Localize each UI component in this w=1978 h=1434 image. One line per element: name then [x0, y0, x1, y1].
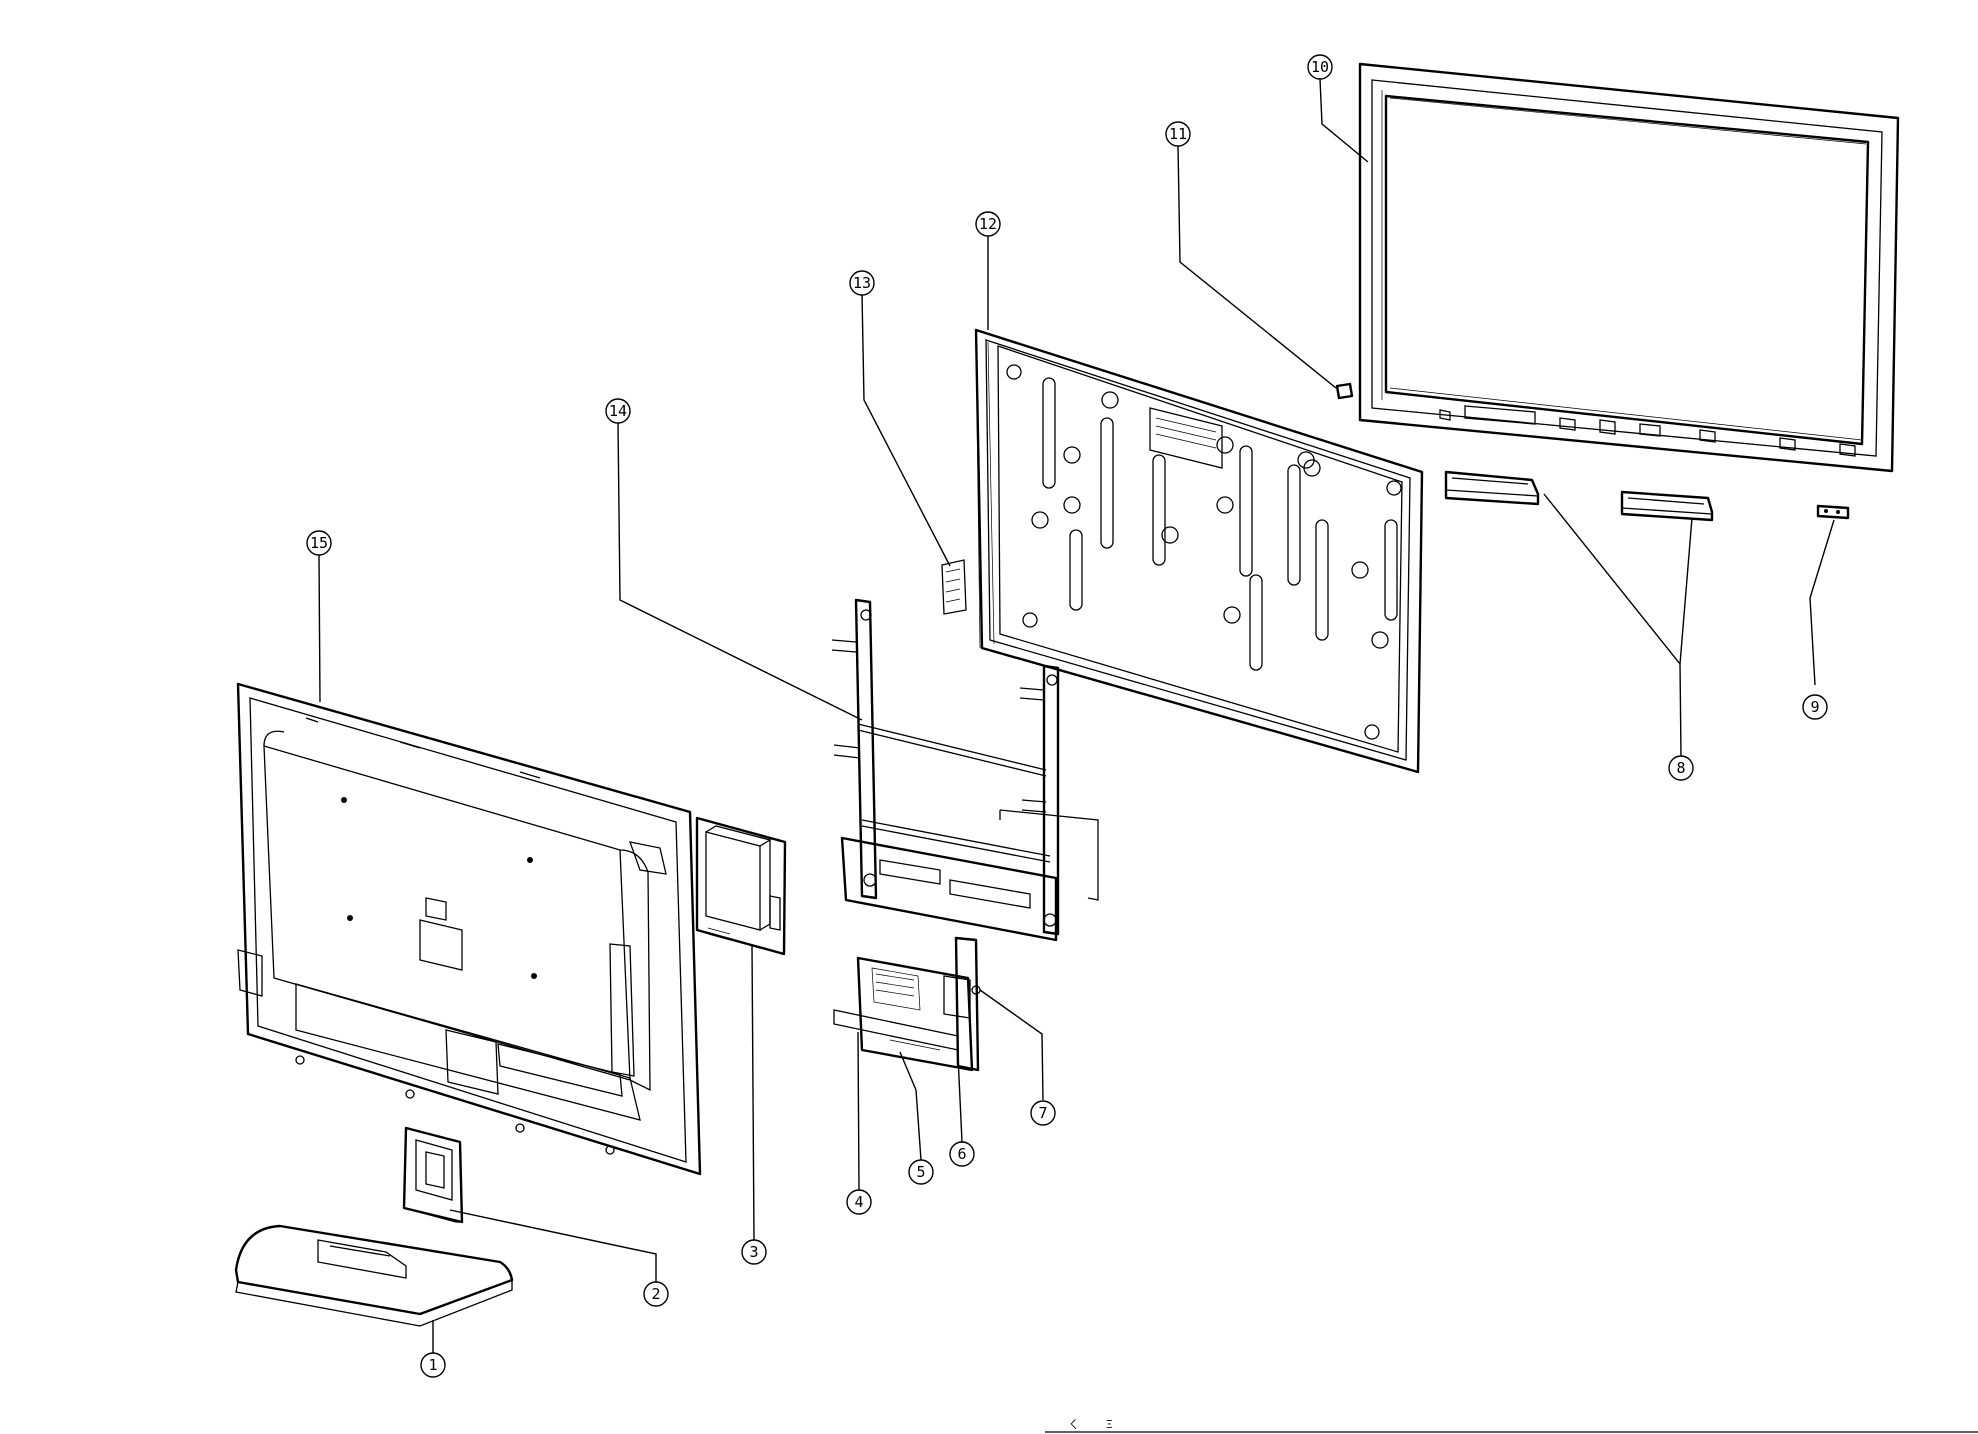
- callout-2-label: 2: [651, 1285, 660, 1303]
- footer-mark-2: Ξ: [1106, 1418, 1113, 1431]
- power-board: [697, 818, 785, 954]
- button: [1337, 384, 1352, 398]
- callout-4: 4: [847, 1190, 871, 1214]
- stand-base: [236, 1226, 512, 1326]
- callout-14: 14: [606, 399, 630, 423]
- callout-10-label: 10: [1311, 58, 1329, 76]
- footer: ㄑ Ξ: [1045, 1418, 1978, 1432]
- callout-12-label: 12: [979, 215, 997, 233]
- front-bezel: [1360, 64, 1898, 471]
- footer-mark-1: ㄑ: [1068, 1418, 1079, 1431]
- main-board-assembly: [834, 938, 980, 1070]
- callout-7: 7: [1031, 1101, 1055, 1125]
- callout-12: 12: [976, 212, 1000, 236]
- callout-15: 15: [307, 531, 331, 555]
- callout-6: 6: [950, 1142, 974, 1166]
- callout-1-label: 1: [428, 1356, 437, 1374]
- callout-15-label: 15: [310, 534, 328, 552]
- callout-11-label: 11: [1169, 125, 1187, 143]
- panel-ribs: [1043, 378, 1397, 670]
- callout-4-label: 4: [854, 1193, 863, 1211]
- back-cover: [238, 684, 700, 1174]
- callout-8-label: 8: [1676, 759, 1685, 777]
- callout-11: 11: [1166, 122, 1190, 146]
- callout-10: 10: [1308, 55, 1332, 79]
- speaker-right: [1622, 492, 1712, 520]
- key-board: [942, 560, 966, 614]
- callout-13: 13: [850, 271, 874, 295]
- callout-9-label: 9: [1810, 698, 1819, 716]
- callout-7-label: 7: [1038, 1104, 1047, 1122]
- callout-1: 1: [421, 1353, 445, 1377]
- callout-6-label: 6: [957, 1145, 966, 1163]
- callout-2: 2: [644, 1282, 668, 1306]
- callout-3: 3: [742, 1240, 766, 1264]
- callout-5: 5: [909, 1160, 933, 1184]
- callout-3-label: 3: [749, 1243, 758, 1261]
- callout-9: 9: [1803, 695, 1827, 719]
- speaker-left: [1446, 472, 1538, 504]
- callout-13-label: 13: [853, 274, 871, 292]
- callout-5-label: 5: [916, 1163, 925, 1181]
- ir-board: [1818, 506, 1848, 518]
- stand-neck: [404, 1128, 462, 1222]
- leader-lines: [319, 79, 1834, 1353]
- callout-14-label: 14: [609, 402, 627, 420]
- callout-8: 8: [1669, 756, 1693, 780]
